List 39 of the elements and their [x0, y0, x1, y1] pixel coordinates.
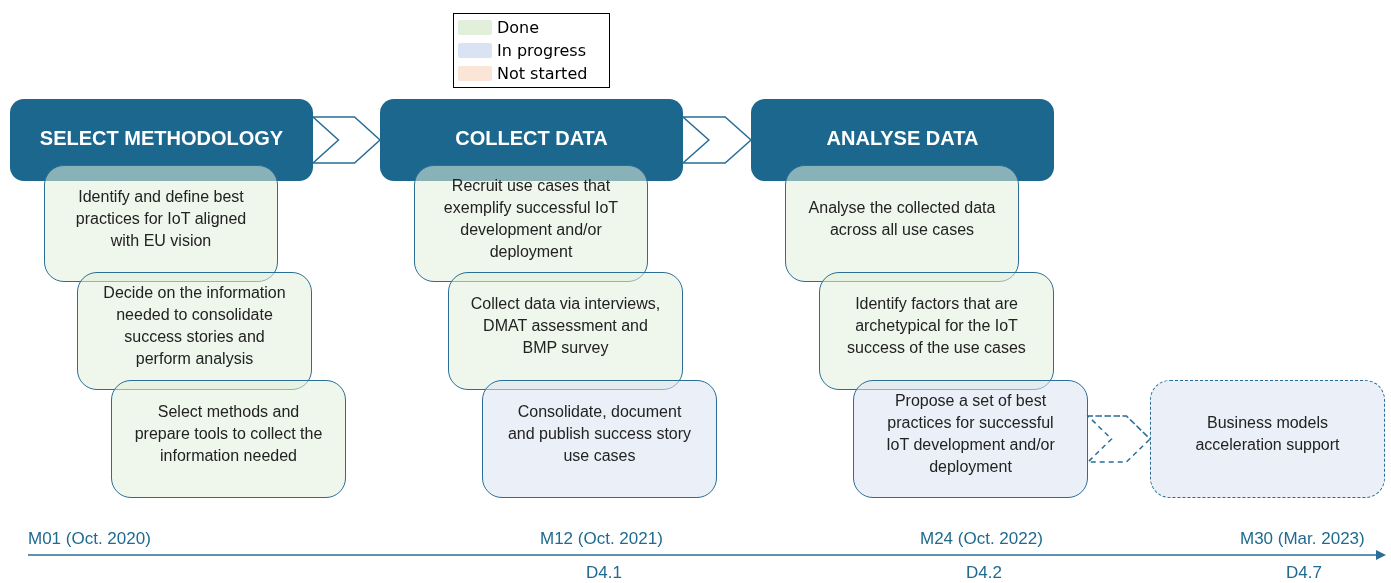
task-text: Identify factors that are archetypical for the IoT success of the use cases — [846, 294, 1027, 358]
milestone-label: M01 (Oct. 2020) — [28, 529, 151, 549]
chevron-arrow — [1086, 415, 1152, 463]
milestone-label: M24 (Oct. 2022) — [920, 529, 1043, 549]
phase-header-box — [751, 99, 1054, 181]
task-text: Decide on the information needed to consolidate success stories and perform analysis — [102, 283, 287, 369]
task-text: Analyse the collected data across all use cases — [807, 197, 997, 240]
task-box — [44, 165, 278, 282]
task-box — [77, 272, 312, 390]
chevron-arrow — [681, 116, 753, 164]
milestone-label: M12 (Oct. 2021) — [540, 529, 663, 549]
legend-label: Done — [497, 18, 540, 37]
legend-label: In progress — [497, 41, 586, 60]
task-text: Collect data via interviews, DMAT assessment and BMP survey — [469, 294, 662, 358]
task-box — [448, 272, 683, 390]
phase-title: SELECT METHODOLOGY — [39, 126, 284, 150]
milestone-label: M30 (Mar. 2023) — [1240, 529, 1365, 549]
phase-title: ANALYSE DATA — [826, 126, 979, 150]
deliverable-label: D4.1 — [586, 563, 622, 583]
task-box — [1150, 380, 1385, 498]
chevron-arrow — [311, 116, 382, 164]
task-box — [819, 272, 1054, 390]
task-text: Select methods and prepare tools to collect the information needed — [133, 402, 324, 466]
task-box — [414, 165, 648, 282]
task-box — [111, 380, 346, 498]
deliverable-label: D4.2 — [966, 563, 1002, 583]
task-box — [785, 165, 1019, 282]
phase-header-box — [380, 99, 683, 181]
phase-title: COLLECT DATA — [455, 126, 608, 150]
task-box — [853, 380, 1088, 498]
task-text: Propose a set of best practices for successful IoT development and/or deployment — [885, 391, 1056, 477]
phase-header-box — [10, 99, 313, 181]
task-text: Consolidate, document and publish success story use cases — [506, 402, 693, 466]
legend-label: Not started — [497, 64, 588, 83]
task-box — [482, 380, 717, 498]
task-text: Business models acceleration support — [1194, 413, 1341, 455]
deliverable-label: D4.7 — [1286, 563, 1322, 583]
task-text: Identify and define best practices for IoT aligned with EU vision — [74, 186, 248, 251]
task-text: Recruit use cases that exemplify successful IoT development and/or deployment — [442, 175, 620, 262]
